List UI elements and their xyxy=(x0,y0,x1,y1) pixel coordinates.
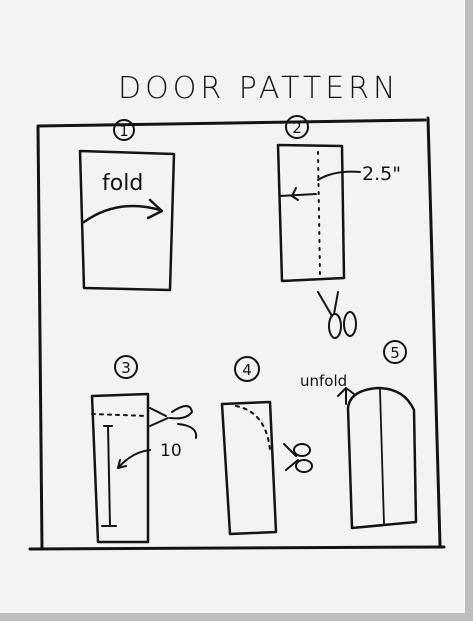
measure-arrow xyxy=(317,170,361,181)
unfold-label: unfold xyxy=(300,372,347,390)
paper-panel xyxy=(78,149,176,292)
step-number-circle xyxy=(114,355,138,379)
curve-dotted-line xyxy=(235,405,271,451)
step-number-circle xyxy=(234,356,260,382)
diagram-title: DOOR PATTERN xyxy=(118,71,399,106)
step-number: 1 xyxy=(119,122,129,140)
fold-label: fold xyxy=(102,171,143,196)
step-number: 4 xyxy=(242,361,252,379)
measure-line xyxy=(279,187,317,201)
step-2: 2 2.5" xyxy=(276,115,401,283)
folded-paper-panel xyxy=(276,143,346,283)
step-number: 3 xyxy=(121,359,131,377)
step-number-circle xyxy=(285,115,309,139)
measurement-label: 10 xyxy=(160,441,182,461)
unfold-arrow xyxy=(337,387,355,405)
scissors-icon xyxy=(149,405,198,439)
step-1: 1 fold xyxy=(78,119,176,292)
measure-arrow xyxy=(117,449,151,469)
step-5: 5 unfold xyxy=(300,340,418,530)
scan-border xyxy=(465,0,473,621)
scan-border xyxy=(0,613,473,621)
measurement-label: 2.5" xyxy=(362,163,401,185)
scissors-icon xyxy=(317,291,357,339)
door-shape xyxy=(346,386,418,530)
step-number: 5 xyxy=(390,344,400,362)
scissors-icon xyxy=(283,443,313,473)
step-number-circle xyxy=(383,340,407,364)
step-number: 2 xyxy=(292,119,302,137)
fold-dotted-line xyxy=(317,151,321,277)
cut-dotted-line xyxy=(91,413,149,417)
step-4: 4 xyxy=(220,356,278,536)
step-number-circle xyxy=(113,119,135,141)
outer-border xyxy=(28,116,446,551)
step-3: 3 10 xyxy=(90,355,182,544)
fold-arrow xyxy=(82,198,164,224)
door-center-fold xyxy=(379,389,385,525)
height-measure-line xyxy=(101,425,117,527)
paper-panel xyxy=(90,392,150,544)
paper-panel xyxy=(220,400,278,536)
